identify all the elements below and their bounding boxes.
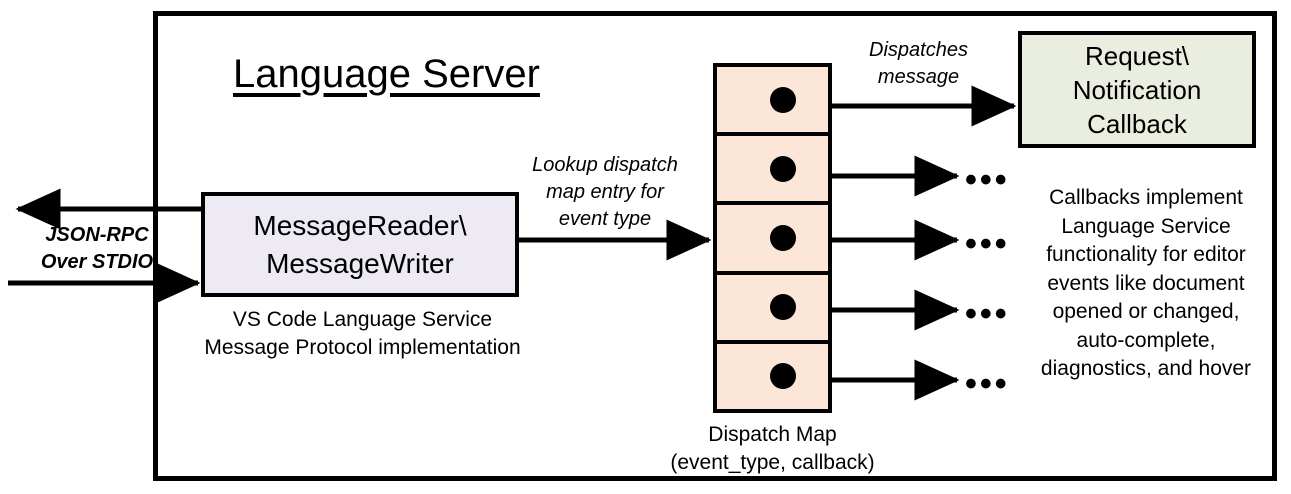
dispatch-map-row	[717, 205, 828, 275]
dispatch-map-row	[717, 344, 828, 409]
message-reader-writer-box: MessageReader\ MessageWriter	[201, 192, 519, 297]
ellipsis-row-3: •••	[965, 225, 1010, 263]
message-reader-writer-caption: VS Code Language Service Message Protoco…	[204, 308, 521, 359]
edge-label-lookup: Lookup dispatch map entry for event type	[532, 154, 678, 230]
dispatch-entry-dot-icon	[770, 363, 796, 390]
language-server-container	[153, 11, 1277, 481]
callbacks-description-caption: Callbacks implement Language Service fun…	[1040, 186, 1252, 380]
ellipsis-row-4: •••	[965, 295, 1010, 333]
dispatch-map-caption: Dispatch Map (event_type, callback)	[670, 423, 875, 474]
edge-label-jsonrpc: JSON-RPC Over STDIO	[40, 224, 154, 273]
ellipsis-row-5: •••	[965, 365, 1010, 403]
dispatch-entry-dot-icon	[770, 294, 796, 321]
dispatch-map-row	[717, 275, 828, 344]
message-reader-writer-label: MessageReader\ MessageWriter	[253, 209, 467, 279]
dispatch-entry-dot-icon	[770, 86, 796, 113]
dispatch-map-table	[713, 63, 832, 413]
request-notification-callback-label: Request\ Notification Callback	[1072, 40, 1202, 139]
dispatch-map-row	[717, 67, 828, 137]
dispatch-entry-dot-icon	[770, 155, 796, 182]
request-notification-callback-box: Request\ Notification Callback	[1018, 31, 1256, 148]
ellipsis-row-2: •••	[965, 161, 1010, 199]
dispatch-entry-dot-icon	[770, 225, 796, 251]
edge-label-dispatches: Dispatches message	[869, 39, 968, 88]
dispatch-map-row	[717, 136, 828, 206]
page-title: Language Server	[233, 52, 540, 96]
